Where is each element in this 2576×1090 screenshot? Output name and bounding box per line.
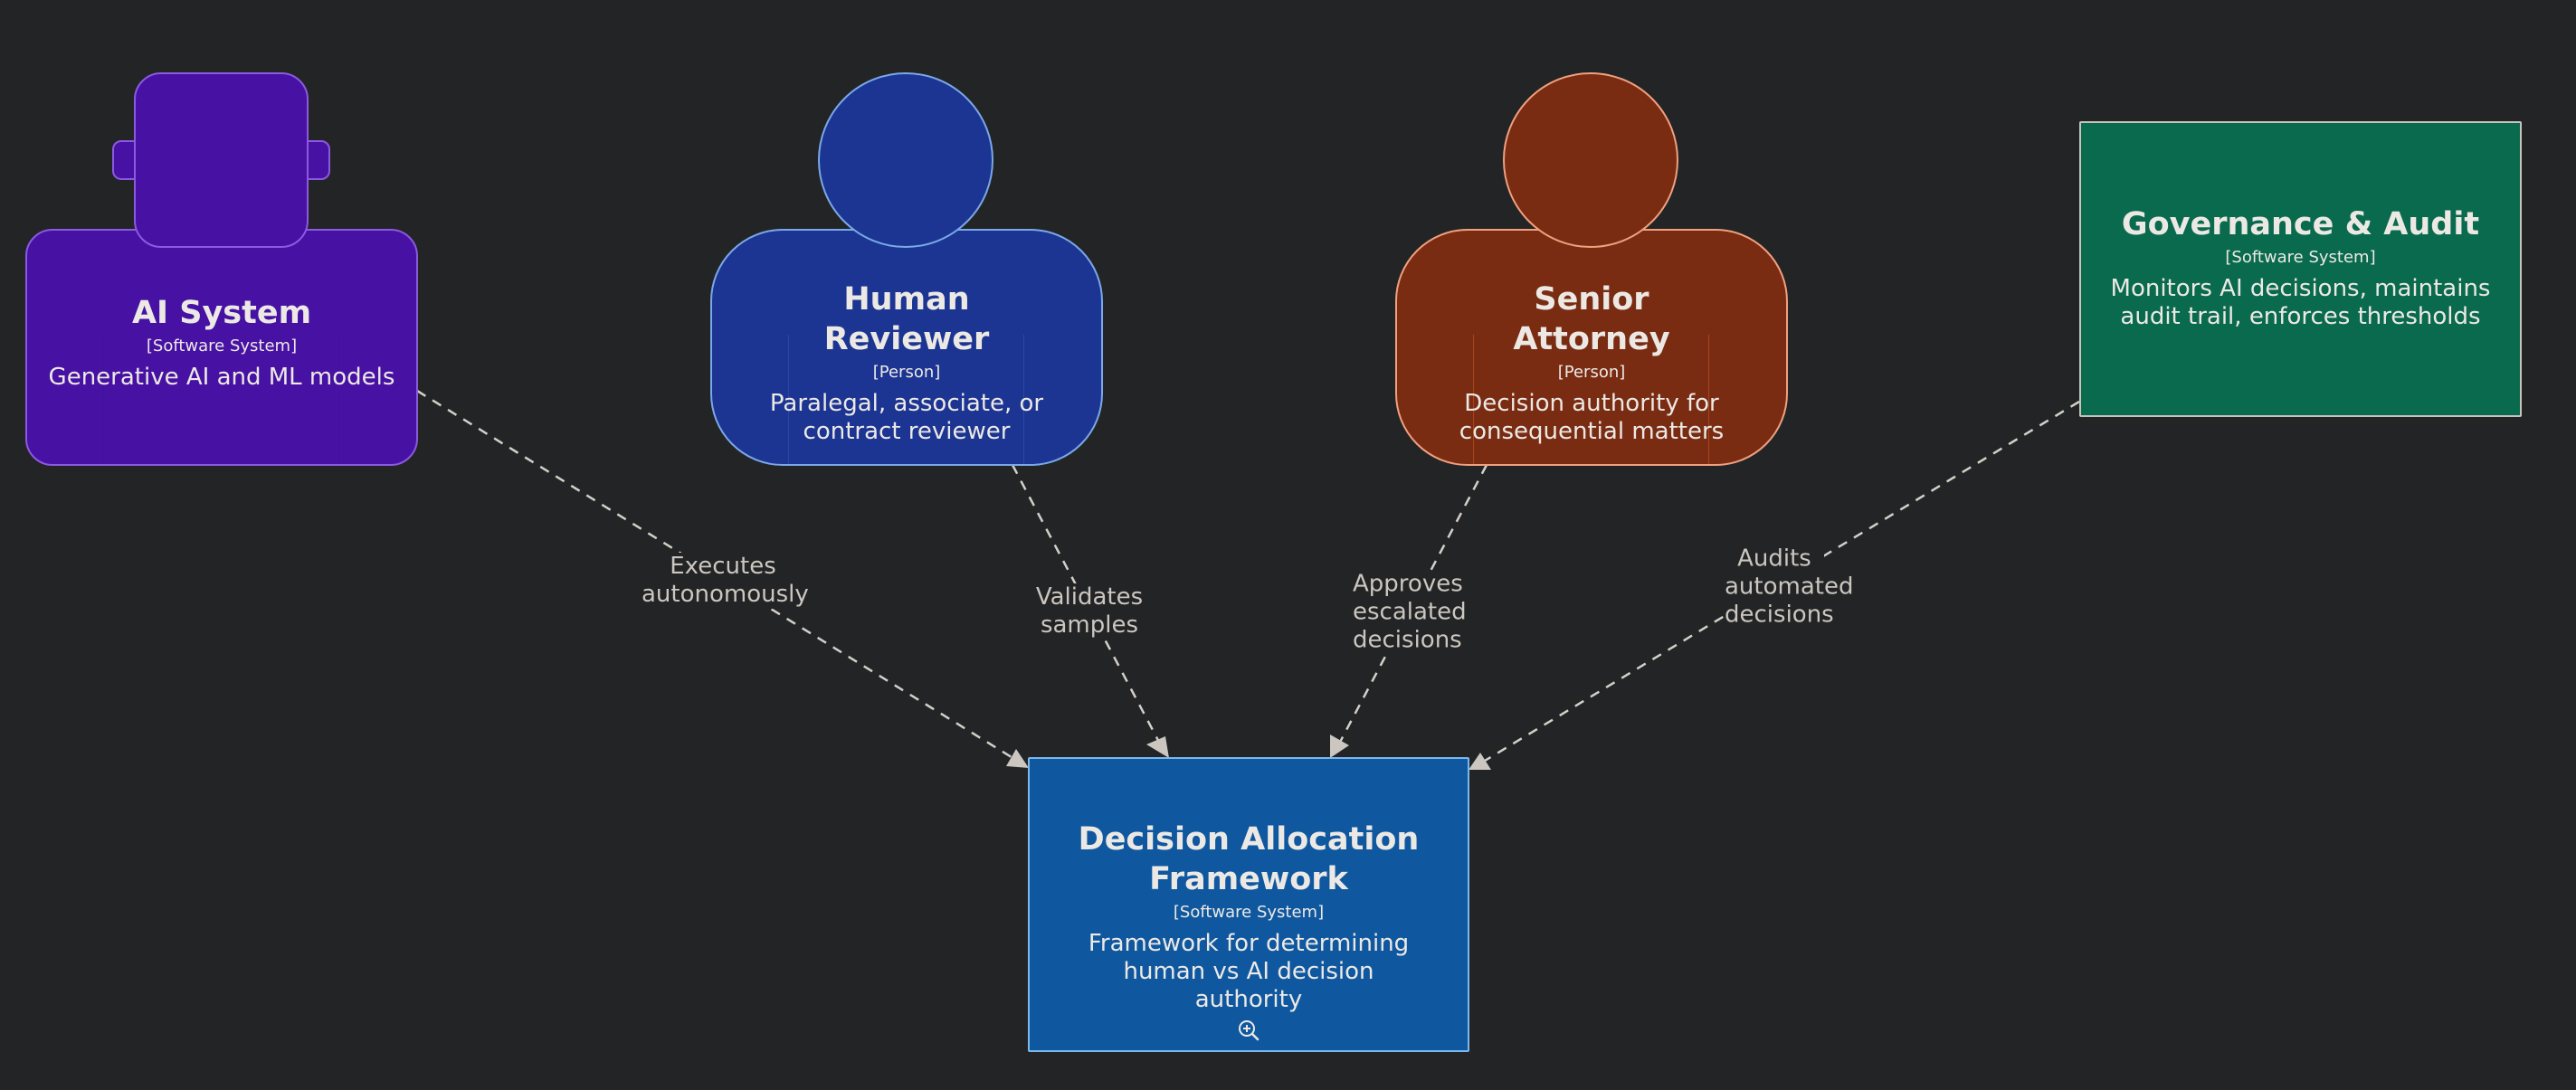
ai-system-inner-line-right [338, 335, 339, 464]
human-reviewer-inner-line-left [788, 335, 789, 464]
ai-system-type: [Software System] [146, 336, 298, 355]
human-reviewer-title: Human Reviewer [823, 281, 990, 357]
governance-audit-text: Governance & Audit [Software System] Mon… [2081, 204, 2520, 331]
ai-system-head [134, 72, 309, 248]
decision-framework-text: Decision Allocation Framework [Software … [1030, 820, 1468, 1014]
edge-label-validates-samples: Validates samples [1035, 583, 1144, 640]
human-reviewer-description: Paralegal, associate, or contract review… [769, 390, 1044, 445]
arrowhead-attorney-to-framework [1330, 735, 1349, 758]
node-decision-allocation-framework[interactable]: Decision Allocation Framework [Software … [1028, 757, 1469, 1052]
ai-system-text: AI System [Software System] Generative A… [25, 293, 418, 392]
governance-audit-title: Governance & Audit [2121, 206, 2480, 242]
human-reviewer-inner-line-right [1023, 335, 1024, 464]
decision-framework-title: Decision Allocation Framework [1078, 821, 1420, 897]
human-reviewer-head [818, 72, 993, 248]
governance-audit-type: [Software System] [2225, 248, 2376, 267]
edge-label-approves-escalated-decisions: Approves escalated decisions [1353, 570, 1467, 655]
decision-framework-description: Framework for determining human vs AI de… [1088, 930, 1410, 1013]
ai-system-inner-line-left [103, 335, 104, 464]
decision-framework-type: [Software System] [1173, 903, 1325, 922]
human-reviewer-text: Human Reviewer [Person] Paralegal, assoc… [765, 280, 1049, 446]
edge-label-audits-automated-decisions: Audits automated decisions [1725, 545, 1854, 630]
ai-system-title: AI System [131, 295, 312, 331]
senior-attorney-head [1503, 72, 1678, 248]
senior-attorney-text: Senior Attorney [Person] Decision author… [1455, 280, 1728, 446]
senior-attorney-type: [Person] [1557, 363, 1626, 382]
node-governance-audit[interactable]: Governance & Audit [Software System] Mon… [2079, 121, 2522, 417]
governance-audit-description: Monitors AI decisions, maintains audit t… [2110, 275, 2491, 330]
arrowhead-governance-to-framework [1469, 753, 1491, 770]
human-reviewer-type: [Person] [872, 363, 941, 382]
senior-attorney-inner-line-left [1473, 335, 1474, 464]
zoom-in-icon[interactable] [1237, 1019, 1260, 1042]
edge-label-executes-autonomously: Executes autonomously [642, 553, 809, 609]
ai-system-description: Generative AI and ML models [48, 364, 395, 391]
arrowhead-ai-to-framework [1006, 749, 1029, 768]
senior-attorney-body [1395, 229, 1788, 466]
senior-attorney-description: Decision authority for consequential mat… [1459, 390, 1725, 445]
senior-attorney-title: Senior Attorney [1513, 281, 1670, 357]
human-reviewer-body [710, 229, 1103, 466]
arrowhead-reviewer-to-framework [1146, 736, 1169, 758]
senior-attorney-inner-line-right [1708, 335, 1709, 464]
